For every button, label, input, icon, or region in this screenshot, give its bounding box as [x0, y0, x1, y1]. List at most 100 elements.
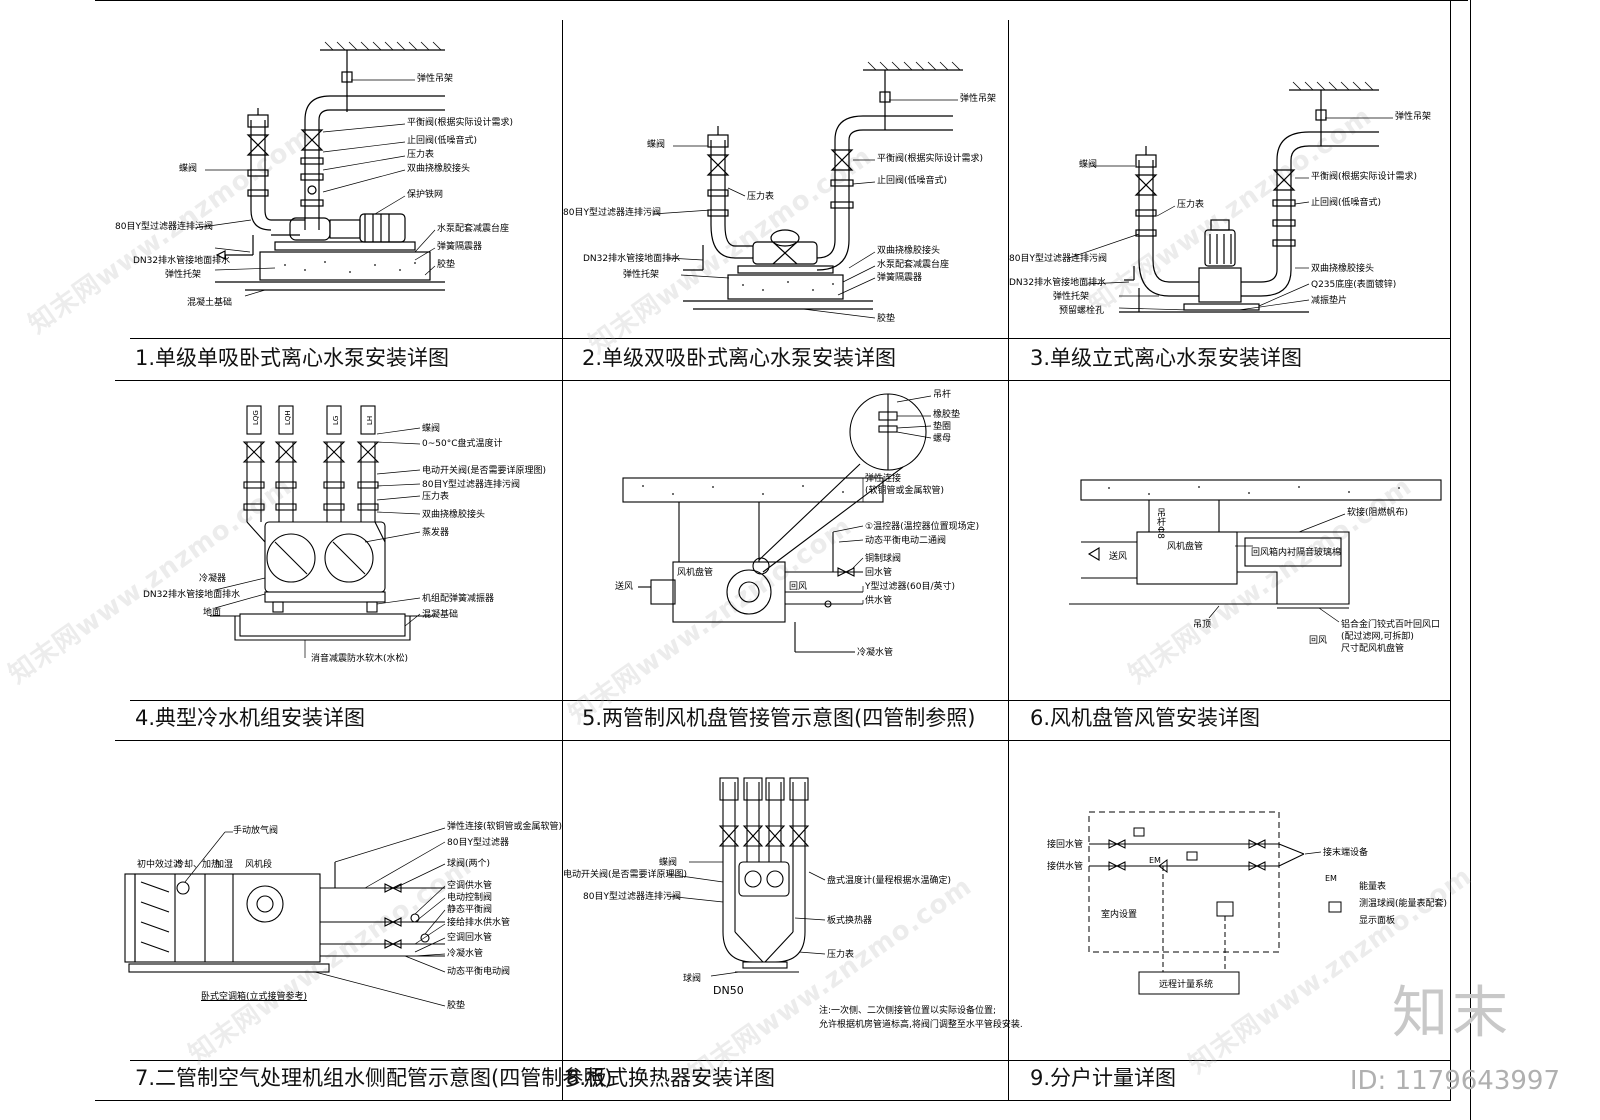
- p6-label-8: (配过滤网,可拆卸): [1341, 632, 1414, 642]
- panel-4-drawing: LQG LQH LG LH: [210, 405, 435, 658]
- p2-label-4: 蝶阀: [647, 140, 666, 150]
- p2-label-9: 双曲挠橡胶接头: [877, 246, 941, 256]
- p7-label-10: 电动控制阀: [447, 893, 493, 903]
- panel-5-drawing: [622, 393, 932, 653]
- p5-label-12: 供水管: [865, 596, 893, 606]
- p4-label-2: 0~50°C盘式温度计: [422, 439, 503, 449]
- p4-label-10: 机组配弹簧减振器: [422, 594, 495, 604]
- frame-right-inner: [1450, 0, 1451, 1100]
- title-rule-3: [130, 1060, 1450, 1061]
- p1-label-14: 混凝土基础: [187, 298, 233, 308]
- p8-note-1: 注:一次侧、二次侧接管位置以实际设备位置;: [819, 1006, 997, 1016]
- p1-label-2: 平衡阀(根据实际设计需求): [407, 118, 514, 128]
- p9-label-1: 接回水管: [1047, 840, 1084, 850]
- p8-label-1: 蝶阀: [659, 858, 678, 868]
- panel-8-drawing: [666, 777, 826, 977]
- p8-label-4: 盘式温度计(量程根据水温确定): [827, 876, 952, 886]
- p4-label-13: 消音减震防水软木(水松): [311, 654, 409, 664]
- panel-3-drawing: [1068, 81, 1393, 313]
- p7-label-11: 静态平衡阀: [447, 905, 493, 915]
- panel-5-fan-coil-piping: 吊杆 橡胶垫 垫圈 螺母 弹性连接 (软铜管或金属软管) ①温控器(温控器位置现…: [563, 382, 1008, 702]
- p8-label-5: 板式换热器: [827, 916, 873, 926]
- p9-label-4: 室内设置: [1101, 910, 1138, 920]
- title-panel-2: 2.单级双吸卧式离心水泵安装详图: [582, 346, 897, 370]
- p3-label-5: 止回阀(低噪音式): [1311, 198, 1382, 208]
- panel-4-chiller: LQG LQH LG LH 蝶阀 0~50°C盘式温度计 电动开关阀(是否需要详…: [115, 382, 562, 702]
- p7-label-7: 80目Y型过滤器: [447, 838, 509, 848]
- p5-label-3: 垫圈: [933, 422, 952, 432]
- p1-label-4: 压力表: [407, 150, 435, 160]
- p6-label-5: 软接(阻燃帆布): [1347, 508, 1409, 518]
- panel-1-drawing: [194, 41, 445, 297]
- p5-label-2: 橡胶垫: [933, 410, 961, 420]
- p3-label-9: 弹性托架: [1053, 292, 1090, 302]
- p5-label-11: Y型过滤器(60目/英寸): [865, 582, 956, 592]
- divider-h2: [115, 740, 1450, 741]
- p2-label-12: 胶垫: [877, 314, 896, 324]
- p4-label-6: 双曲挠橡胶接头: [422, 510, 486, 520]
- frame-top: [95, 0, 1468, 1]
- p9-label-2: 接供水管: [1047, 862, 1084, 872]
- p7-label-9: 空调供水管: [447, 881, 493, 891]
- panel-2-drawing: [652, 61, 963, 319]
- title-panel-6: 6.风机盘管风管安装详图: [1030, 706, 1261, 730]
- p9-label-5: 远程计量系统: [1159, 980, 1214, 990]
- panel-6-drawing: [1069, 479, 1442, 623]
- p9-legend-3: 显示面板: [1359, 916, 1396, 926]
- title-panel-8: 8.板式换热器安装详图: [566, 1066, 776, 1090]
- p4-tag-lg: LG: [332, 416, 340, 425]
- p8-label-2: 电动开关阀(是否需要详原理图): [563, 870, 688, 880]
- p1-label-13: 弹性托架: [165, 270, 202, 280]
- p8-label-6: 压力表: [827, 950, 855, 960]
- p1-label-10: 蝶阀: [179, 164, 198, 174]
- p5-label-13: 冷凝水管: [857, 648, 894, 658]
- p7-label-15: 动态平衡电动阀: [447, 967, 511, 977]
- panel-9-metering: 接回水管 接供水管 接末端设备 室内设置 远程计量系统 EM EM 能量表 测温…: [1009, 742, 1450, 1062]
- p7-label-13: 空调回水管: [447, 933, 493, 943]
- p2-label-7: DN32排水管接地面排水: [583, 254, 681, 264]
- divider-h1: [115, 380, 1450, 381]
- p8-label-7: 球阀: [683, 974, 702, 984]
- p2-label-2: 平衡阀(根据实际设计需求): [877, 154, 984, 164]
- title-panel-4: 4.典型冷水机组安装详图: [135, 706, 366, 730]
- p1-label-1: 弹性吊架: [417, 74, 454, 84]
- p4-label-9: DN32排水管接地面排水: [143, 590, 241, 600]
- p5-label-8: 动态平衡电动二通阀: [865, 536, 947, 546]
- title-panel-5: 5.两管制风机盘管接管示意图(四管制参照): [582, 706, 976, 730]
- p3-label-11: 预留螺栓孔: [1059, 306, 1105, 316]
- p4-label-3: 电动开关阀(是否需要详原理图): [422, 466, 547, 476]
- asset-id: ID: 1179643997: [1349, 1066, 1560, 1096]
- p4-label-5: 压力表: [422, 492, 450, 502]
- title-panel-1: 1.单级单吸卧式离心水泵安装详图: [135, 346, 450, 370]
- p9-label-3: 接末端设备: [1323, 848, 1369, 858]
- p4-tag-lqh: LQH: [284, 410, 292, 425]
- p1-label-8: 弹簧隔震器: [437, 242, 483, 252]
- p9-legend-2: 测温球阀(能量表配套): [1359, 899, 1448, 909]
- p6-label-6: 吊顶: [1193, 620, 1212, 630]
- frame-bottom: [95, 1100, 1451, 1101]
- p6-label-2: 送风: [1109, 552, 1128, 562]
- p7-label-8: 球阀(两个): [447, 859, 491, 869]
- panel-7-ahu-piping: 手动放气阀 初中效过滤 冷却、加热 加湿 风机段 弹性连接(软铜管或金属软管) …: [115, 742, 562, 1062]
- panel-9-drawing: [1088, 811, 1342, 995]
- p9-em-2: EM: [1325, 874, 1337, 883]
- p4-label-4: 80目Y型过滤器连排污阀: [422, 480, 520, 490]
- panel-8-plate-heat-exchanger: 蝶阀 电动开关阀(是否需要详原理图) 80目Y型过滤器连排污阀 盘式温度计(量程…: [563, 742, 1023, 1062]
- p2-label-8: 弹性托架: [623, 270, 660, 280]
- p5-label-14: 风机盘管: [677, 568, 714, 578]
- p3-label-10: Q235底座(表面镀锌): [1311, 280, 1397, 290]
- p3-label-7: DN32排水管接地面排水: [1009, 278, 1107, 288]
- p1-label-9: 胶垫: [437, 260, 456, 270]
- p2-label-11: 弹簧隔震器: [877, 273, 923, 283]
- panel-2-double-suction-pump: 弹性吊架 平衡阀(根据实际设计需求) 止回阀(低噪音式) 蝶阀 压力表 80目Y…: [563, 20, 1008, 340]
- p8-note-2: 允许根据机房管道标高,将阀门调整至水平管段安装.: [819, 1020, 1023, 1030]
- p1-label-12: DN32排水管接地面排水: [133, 256, 231, 266]
- p3-label-8: 双曲挠橡胶接头: [1311, 264, 1375, 274]
- p5-label-6: (软铜管或金属软管): [865, 486, 945, 496]
- p7-label-1: 手动放气阀: [233, 826, 279, 836]
- title-panel-3: 3.单级立式离心水泵安装详图: [1030, 346, 1303, 370]
- p5-label-5: 弹性连接: [865, 474, 902, 484]
- p7-label-12: 接给排水供水管: [447, 918, 511, 928]
- title-rule-2: [130, 700, 1450, 701]
